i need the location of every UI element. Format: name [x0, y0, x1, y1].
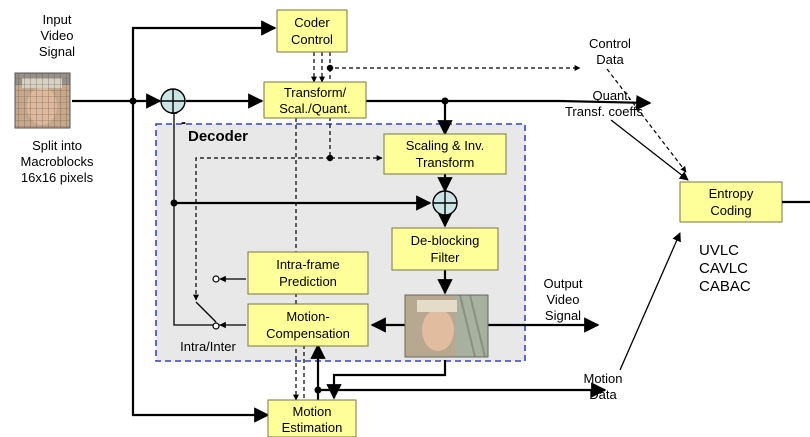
quant-label-1: Quant.: [592, 88, 631, 103]
entropy-coding-box: Entropy Coding: [679, 181, 783, 223]
code-cabac: CABAC: [699, 278, 751, 295]
input-label-1: Input: [43, 12, 72, 27]
svg-text:Entropy: Entropy: [709, 186, 754, 201]
code-cavlc: CAVLC: [699, 260, 748, 277]
motion-data-label-2: Data: [589, 387, 617, 402]
code-uvlc: UVLC: [699, 242, 739, 259]
coder-control-box: Coder Control: [276, 9, 348, 53]
svg-text:Motion: Motion: [292, 404, 331, 419]
motion-estimation-box: Motion Estimation: [267, 399, 357, 437]
intra-inter-label: Intra/Inter: [180, 339, 236, 354]
svg-text:Filter: Filter: [431, 250, 461, 265]
scaling-inverse-transform-box: Scaling & Inv. Transform: [383, 133, 507, 175]
svg-text:Compensation: Compensation: [266, 326, 350, 341]
output-label-3: Signal: [545, 308, 581, 323]
input-label-3: Signal: [39, 44, 75, 59]
split-label-2: Macroblocks: [21, 154, 94, 169]
summing-junction-top: [160, 88, 186, 114]
svg-text:Estimation: Estimation: [282, 420, 343, 435]
split-label-1: Split into: [32, 138, 82, 153]
output-video-photo: [404, 294, 489, 358]
svg-text:Intra-frame: Intra-frame: [276, 257, 340, 272]
control-data-label-1: Control: [589, 36, 631, 51]
transform-box: Transform/ Scal./Quant.: [263, 81, 367, 119]
split-label-3: 16x16 pixels: [21, 170, 94, 185]
decoder-label: Decoder: [188, 128, 248, 145]
motion-data-label-1: Motion: [583, 371, 622, 386]
svg-text:Prediction: Prediction: [279, 274, 337, 289]
svg-text:Transform/: Transform/: [284, 85, 347, 100]
deblocking-filter-box: De-blocking Filter: [391, 227, 499, 271]
svg-text:Transform: Transform: [416, 155, 475, 170]
input-macroblock-photo: [14, 72, 71, 129]
summing-junction-decoder: [432, 190, 458, 216]
control-data-label-2: Data: [596, 52, 624, 67]
svg-text:Coding: Coding: [710, 203, 751, 218]
svg-text:Scaling & Inv.: Scaling & Inv.: [406, 138, 485, 153]
intra-frame-prediction-box: Intra-frame Prediction: [247, 251, 369, 295]
minus-sign-top: -: [181, 114, 186, 131]
output-label-2: Video: [546, 292, 579, 307]
svg-text:Coder: Coder: [294, 15, 330, 30]
svg-text:De-blocking: De-blocking: [411, 233, 480, 248]
output-label-1: Output: [543, 276, 582, 291]
quant-label-2: Transf. coeffs: [565, 104, 644, 119]
motion-compensation-box: Motion- Compensation: [247, 303, 369, 347]
svg-text:Scal./Quant.: Scal./Quant.: [279, 101, 351, 116]
input-label-2: Video: [40, 28, 73, 43]
svg-text:Control: Control: [291, 32, 333, 47]
svg-text:Motion-: Motion-: [286, 309, 329, 324]
